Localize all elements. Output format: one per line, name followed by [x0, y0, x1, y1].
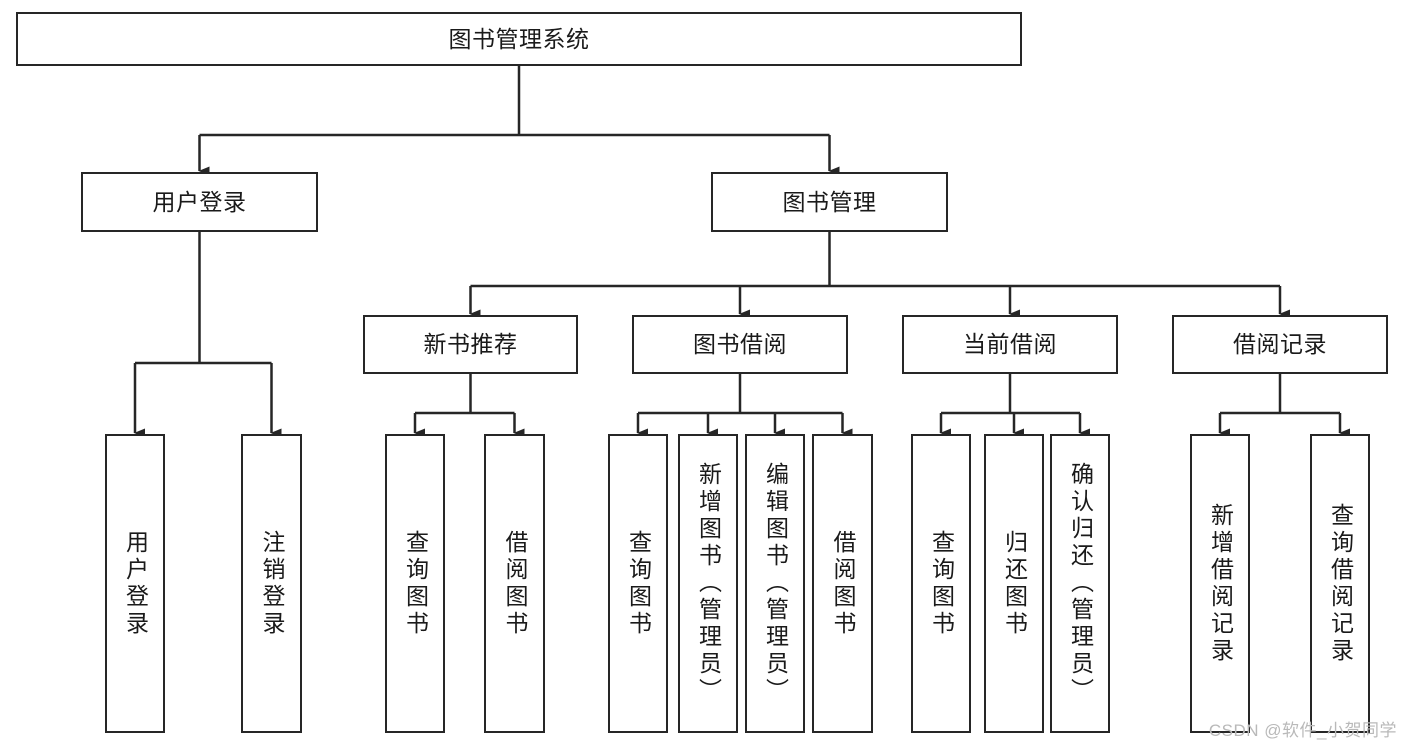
node-label: 查询借阅记录: [1327, 502, 1354, 665]
node-leaf-new-query[interactable]: 查询图书: [385, 434, 445, 733]
node-leaf-br-edit[interactable]: 编辑图书（管理员）: [745, 434, 805, 733]
node-label: 新增图书（管理员）: [695, 462, 722, 705]
node-label: 借阅记录: [1233, 331, 1327, 358]
node-label: 图书借阅: [693, 331, 787, 358]
node-leaf-rec-query[interactable]: 查询借阅记录: [1310, 434, 1370, 733]
node-leaf-br-borrow[interactable]: 借阅图书: [812, 434, 873, 733]
node-leaf-br-add[interactable]: 新增图书（管理员）: [678, 434, 738, 733]
node-current[interactable]: 当前借阅: [902, 315, 1118, 374]
node-label: 当前借阅: [963, 331, 1057, 358]
node-root[interactable]: 图书管理系统: [16, 12, 1022, 66]
node-label: 用户登录: [122, 529, 149, 638]
node-leaf-rec-add[interactable]: 新增借阅记录: [1190, 434, 1250, 733]
node-login[interactable]: 用户登录: [81, 172, 318, 232]
node-leaf-cur-confirm[interactable]: 确认归还（管理员）: [1050, 434, 1110, 733]
node-leaf-new-borrow[interactable]: 借阅图书: [484, 434, 545, 733]
node-label: 借阅图书: [830, 529, 856, 638]
node-label: 借阅图书: [502, 529, 528, 638]
node-borrow[interactable]: 图书借阅: [632, 315, 848, 374]
node-label: 查询图书: [928, 529, 955, 638]
node-records[interactable]: 借阅记录: [1172, 315, 1388, 374]
watermark-text: CSDN @软件_小贺同学: [1208, 721, 1397, 740]
node-label: 查询图书: [625, 529, 652, 638]
node-leaf-user-login[interactable]: 用户登录: [105, 434, 165, 733]
node-label: 用户登录: [152, 188, 247, 215]
node-newbooks[interactable]: 新书推荐: [363, 315, 578, 374]
node-label: 确认归还（管理员）: [1067, 462, 1094, 705]
node-label: 编辑图书（管理员）: [762, 462, 789, 705]
node-label: 图书管理系统: [448, 25, 590, 52]
node-leaf-br-query[interactable]: 查询图书: [608, 434, 668, 733]
node-label: 新书推荐: [423, 331, 518, 358]
node-label: 注销登录: [259, 529, 285, 638]
node-label: 查询图书: [402, 529, 429, 638]
node-leaf-cur-query[interactable]: 查询图书: [911, 434, 971, 733]
node-leaf-user-logout[interactable]: 注销登录: [241, 434, 302, 733]
node-bookmgmt[interactable]: 图书管理: [711, 172, 948, 232]
node-leaf-cur-return[interactable]: 归还图书: [984, 434, 1044, 733]
node-label: 归还图书: [1001, 529, 1028, 638]
node-label: 新增借阅记录: [1207, 502, 1234, 665]
node-label: 图书管理: [782, 188, 877, 215]
